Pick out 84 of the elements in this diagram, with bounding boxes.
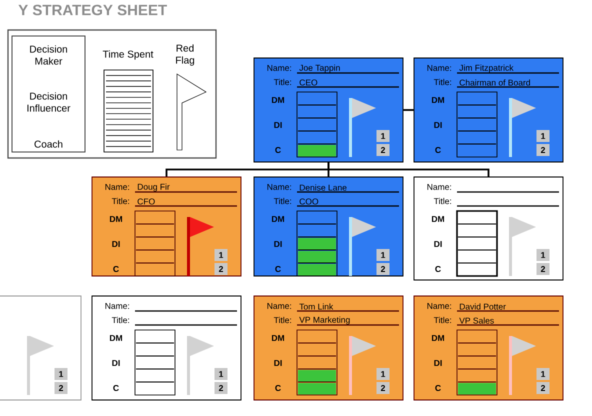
- field-label: Name:: [427, 65, 452, 71]
- role-label: DM: [110, 216, 122, 222]
- role-label: C: [275, 147, 281, 153]
- card: [414, 58, 564, 162]
- role-label: DI: [434, 122, 442, 128]
- field-label: Name:: [267, 303, 292, 309]
- role-label: DI: [112, 241, 120, 247]
- card: [414, 176, 564, 280]
- role-label: DI: [274, 122, 282, 128]
- number-box: 2: [214, 263, 228, 275]
- connector-line: [403, 109, 414, 111]
- field-value: CFO: [138, 198, 155, 204]
- field-label: Name:: [105, 184, 130, 190]
- role-label: DM: [432, 216, 444, 222]
- role-label: C: [113, 266, 119, 272]
- connector-line: [328, 162, 490, 177]
- field-value: Chairman of Board: [460, 79, 530, 86]
- field-label: Name:: [267, 184, 292, 190]
- number-box: 1: [54, 368, 68, 380]
- role-label: C: [435, 266, 441, 272]
- role-label: DM: [432, 97, 444, 103]
- number-box: 1: [536, 368, 550, 380]
- field-value: CEO: [300, 80, 318, 86]
- role-label: Coach: [34, 140, 62, 148]
- field-label: Name:: [427, 303, 452, 309]
- card: [0, 296, 82, 400]
- role-label: C: [435, 147, 441, 153]
- field-label: Title:: [112, 198, 130, 204]
- role-label: C: [113, 385, 119, 391]
- field-value: Jim Fitzpatrick: [459, 64, 514, 72]
- number-box: 1: [214, 368, 228, 380]
- field-value: Tom Link: [299, 303, 334, 310]
- role-label: DM: [272, 97, 284, 103]
- role-label: C: [435, 385, 441, 391]
- number-box: 2: [376, 382, 390, 394]
- role-box: [12, 36, 86, 152]
- number-box: 1: [214, 249, 228, 261]
- legend-heading: Time Spent: [102, 50, 154, 60]
- field-label: Title:: [434, 78, 452, 86]
- role-label: DM: [110, 335, 122, 341]
- card: [92, 176, 242, 276]
- field-label: Title:: [434, 316, 452, 324]
- number-box: 2: [54, 382, 68, 394]
- role-label: Decision Influencer: [27, 92, 70, 112]
- field-label: Name:: [427, 184, 452, 190]
- role-label: DI: [434, 241, 442, 247]
- heading: Y STRATEGY SHEET: [18, 4, 167, 16]
- role-label: DI: [112, 360, 120, 366]
- number-box: 1: [376, 368, 390, 380]
- number-box: 2: [536, 144, 550, 156]
- field-value: Doug Fir: [138, 184, 170, 192]
- number-box: 1: [376, 249, 390, 261]
- field-label: Title:: [434, 198, 452, 204]
- role-label: C: [275, 385, 281, 391]
- role-label: DI: [434, 360, 442, 366]
- legend-heading: Red Flag: [176, 44, 194, 66]
- number-box: 1: [376, 130, 390, 142]
- field-value: COO: [300, 198, 318, 204]
- field-value: Denise Lane: [300, 184, 347, 191]
- field-value: Joe Tappin: [299, 64, 340, 72]
- number-box: 2: [536, 263, 550, 275]
- number-box: 2: [376, 144, 390, 156]
- role-label: DM: [272, 335, 284, 341]
- role-label: Decision Maker: [30, 45, 68, 65]
- number-box: 1: [536, 130, 550, 142]
- number-box: 2: [376, 263, 390, 275]
- role-label: DM: [432, 335, 444, 341]
- field-label: Name:: [105, 303, 130, 309]
- number-box: 1: [536, 249, 550, 261]
- field-value: VP Sales: [459, 317, 494, 324]
- number-box: 2: [214, 382, 228, 394]
- field-label: Title:: [274, 78, 292, 86]
- field-value: David Potter: [460, 303, 506, 310]
- field-label: Title:: [274, 198, 292, 204]
- card: [92, 296, 242, 400]
- role-label: DM: [272, 216, 284, 222]
- role-label: DI: [274, 241, 282, 247]
- field-value: VP Marketing: [299, 316, 350, 324]
- number-box: 2: [536, 382, 550, 394]
- field-label: Title:: [112, 316, 130, 324]
- role-label: DI: [274, 360, 282, 366]
- field-label: Title:: [274, 316, 292, 324]
- field-label: Name:: [267, 65, 292, 71]
- role-label: C: [275, 266, 281, 272]
